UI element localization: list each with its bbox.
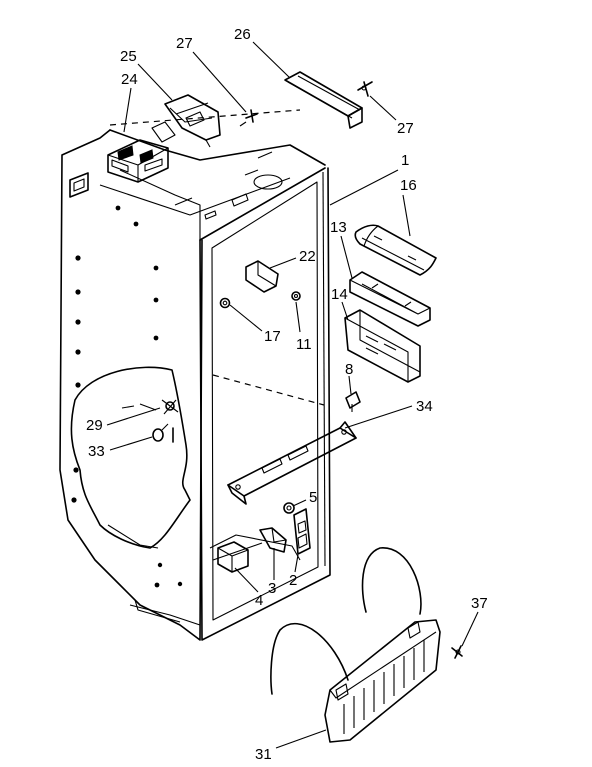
part-5-nut [283, 502, 295, 514]
wall-mounting-holes [71, 205, 183, 588]
callout-labels: 25 24 27 26 27 1 16 13 14 22 11 17 8 34 … [86, 26, 488, 763]
part-2-switch [293, 508, 311, 555]
part-27-screw-top-left [239, 109, 258, 127]
part-27-screw-top-right [357, 81, 373, 97]
part-3-bracket [259, 527, 287, 553]
callout-26: 26 [234, 26, 251, 43]
part-31-heater-assembly [270, 547, 441, 743]
callout-31: 31 [255, 746, 272, 763]
callout-22: 22 [299, 248, 316, 265]
part-29-sensor [121, 399, 179, 415]
part-8-clip [345, 391, 361, 412]
callout-1: 1 [401, 152, 409, 169]
callout-37: 37 [471, 595, 488, 612]
part-4-drain [217, 541, 249, 573]
callout-25: 25 [120, 48, 137, 65]
part-13-bracket [349, 271, 431, 327]
part-33-bulb [152, 423, 169, 442]
callout-14: 14 [331, 286, 348, 303]
callout-17: 17 [264, 328, 281, 345]
part-17-plug [219, 297, 231, 309]
part-37-screw [451, 645, 463, 659]
callout-5: 5 [309, 489, 317, 506]
part-22-bracket [245, 260, 279, 293]
part-16-trim [354, 224, 437, 276]
callout-33: 33 [88, 443, 105, 460]
part-26-channel [284, 71, 363, 129]
callout-3: 3 [268, 580, 276, 597]
part-25-bracket [151, 94, 221, 148]
callout-24: 24 [121, 71, 138, 88]
callout-4: 4 [255, 592, 263, 609]
callout-13: 13 [330, 219, 347, 236]
part-34-cover [227, 421, 357, 505]
callout-2: 2 [289, 572, 297, 589]
part-11-screw [291, 291, 301, 301]
callout-16: 16 [400, 177, 417, 194]
leader-lines [106, 41, 479, 749]
callout-27-top: 27 [176, 35, 193, 52]
cabinet-liner [59, 109, 331, 641]
callout-27-right: 27 [397, 120, 414, 137]
part-24-control-housing [107, 139, 169, 183]
callout-8: 8 [345, 361, 353, 378]
callout-29: 29 [86, 417, 103, 434]
callout-34: 34 [416, 398, 433, 415]
callout-11: 11 [296, 336, 312, 353]
part-14-housing [344, 309, 421, 383]
